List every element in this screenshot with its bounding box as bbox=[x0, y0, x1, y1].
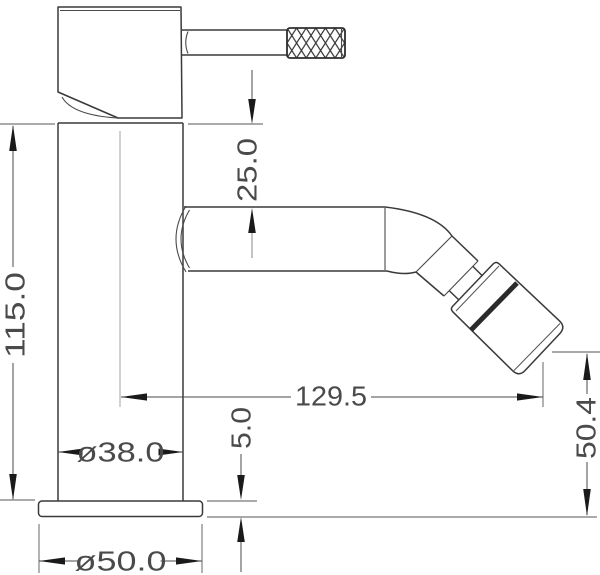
aerator-head bbox=[450, 261, 564, 375]
arrowhead-right bbox=[176, 557, 202, 565]
dimension-base-diameter: ø50.0 bbox=[38, 524, 203, 575]
arrowhead-up bbox=[237, 517, 245, 542]
base-flange bbox=[37, 500, 204, 518]
dimension-label-spout-reach: 129.5 bbox=[295, 381, 367, 412]
spout bbox=[175, 205, 484, 301]
dimension-label-total-height: 115.0 bbox=[0, 272, 31, 358]
dimension-body-top-to-spout: 25.0 bbox=[188, 70, 263, 258]
elbow-joint-line bbox=[415, 235, 453, 273]
mixer-head-body bbox=[57, 6, 183, 119]
dimension-body-diameter: ø38.0 bbox=[58, 437, 183, 468]
dimension-label-body-diameter: ø38.0 bbox=[77, 437, 165, 468]
arrowhead-down bbox=[237, 475, 245, 500]
lever-handle bbox=[182, 27, 346, 59]
aerator-ring-band bbox=[469, 281, 519, 332]
dimension-label-outlet-height: 50.4 bbox=[571, 397, 600, 459]
dimension-base-thickness: 5.0 bbox=[207, 407, 257, 572]
dimension-label-body-top-to-spout: 25.0 bbox=[232, 138, 263, 202]
arrowhead-down bbox=[9, 474, 17, 500]
arrowhead-left bbox=[121, 393, 147, 401]
arrowhead-up bbox=[248, 208, 256, 233]
arrowhead-right bbox=[157, 448, 183, 456]
dimension-label-base-thickness: 5.0 bbox=[226, 407, 257, 449]
dimension-label-base-diameter: ø50.0 bbox=[75, 546, 167, 575]
aerator-face-line bbox=[513, 323, 561, 371]
faucet-outline bbox=[37, 6, 564, 518]
arrowhead-right bbox=[517, 393, 543, 401]
dimension-total-height: 115.0 bbox=[0, 123, 55, 501]
arrowhead-up bbox=[9, 125, 17, 151]
riser-column bbox=[57, 122, 184, 501]
knurled-grip bbox=[286, 27, 346, 59]
dimension-spout-reach: 129.5 bbox=[121, 362, 544, 412]
arrowhead-left bbox=[39, 557, 65, 565]
dimension-outlet-height: 50.4 bbox=[207, 351, 600, 518]
arrowhead-down bbox=[248, 99, 256, 124]
arrowhead-left bbox=[58, 448, 84, 456]
arrowhead-down bbox=[583, 489, 591, 516]
arrowhead-up bbox=[583, 353, 591, 380]
aerator-collar-line bbox=[455, 265, 500, 312]
